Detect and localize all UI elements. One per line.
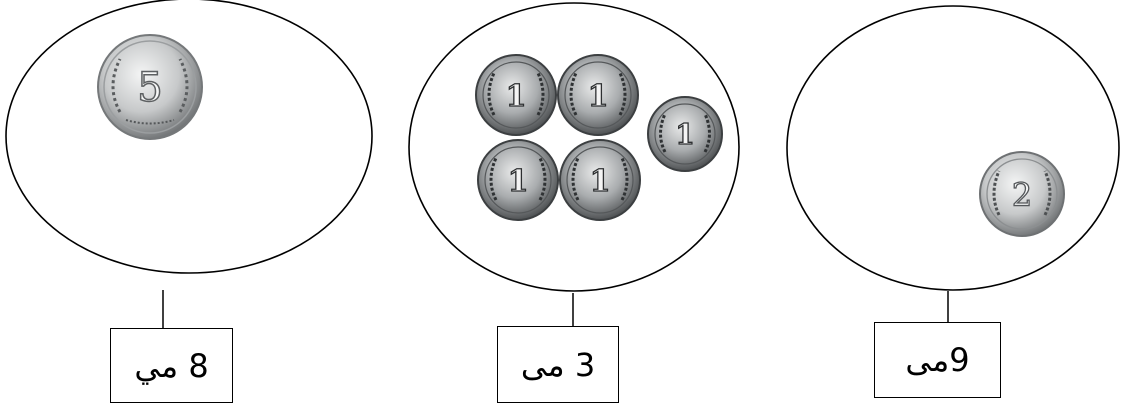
- coin-1-millime-icon: 1: [557, 54, 639, 136]
- price-label-box[interactable]: 3 مى: [497, 326, 619, 403]
- set-ellipse: [786, 5, 1120, 291]
- coin-1-millime-icon: 1: [475, 54, 557, 136]
- svg-text:1: 1: [588, 79, 609, 114]
- coin-1-millime-icon: 1: [559, 139, 641, 221]
- price-label-text: 3 مى: [520, 345, 596, 384]
- group-left: 5: [5, 0, 373, 328]
- coin-1-millime-icon: 1: [477, 139, 559, 221]
- svg-text:2: 2: [1012, 176, 1032, 214]
- price-label-text: 8 مي: [134, 346, 209, 385]
- svg-text:1: 1: [590, 164, 611, 199]
- price-label-box[interactable]: 9مى: [874, 322, 1001, 398]
- svg-text:1: 1: [508, 164, 529, 199]
- svg-text:1: 1: [506, 79, 527, 114]
- svg-text:1: 1: [675, 118, 694, 151]
- coin-1-millime-icon: 1: [647, 96, 723, 172]
- set-ellipse: [5, 0, 373, 274]
- svg-text:5: 5: [137, 65, 162, 111]
- coin-5-millimes-icon: 5: [97, 34, 203, 140]
- group-right: 2: [786, 5, 1120, 322]
- coin-2-millimes-icon: 2: [979, 151, 1065, 237]
- price-label-box[interactable]: 8 مي: [110, 328, 233, 403]
- set-ellipse: [408, 2, 740, 292]
- price-label-text: 9مى: [905, 341, 970, 379]
- group-middle: 1 1 1 1 1: [408, 2, 740, 326]
